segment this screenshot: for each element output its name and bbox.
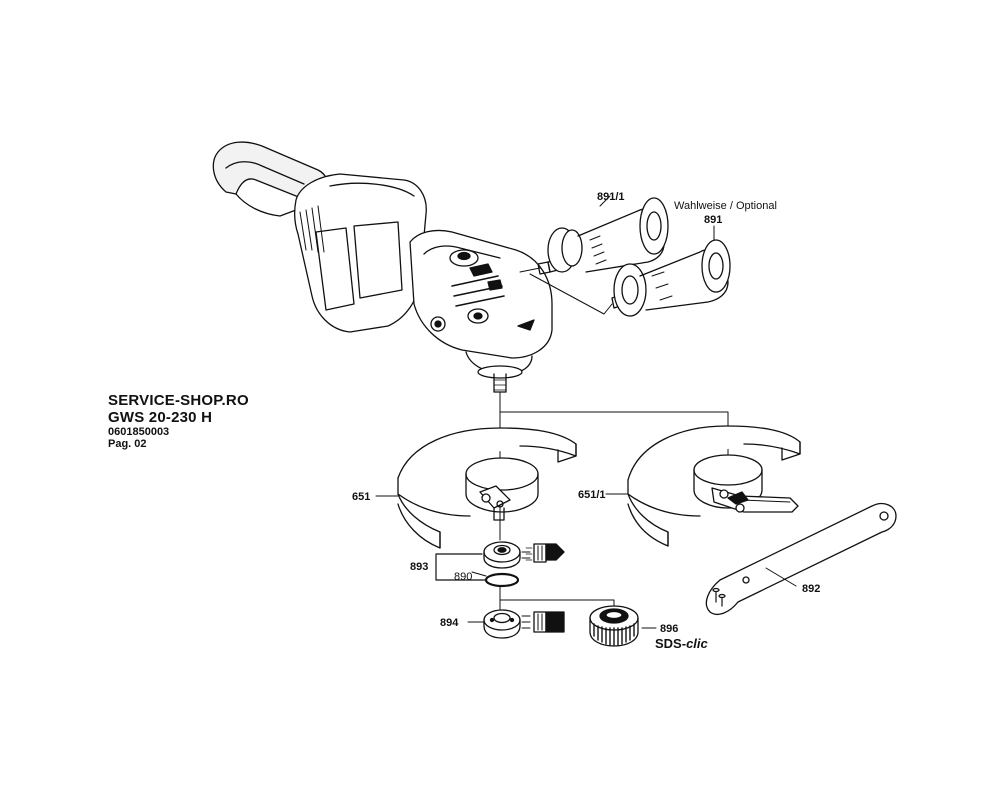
optional-note: Wahlweise / Optional bbox=[674, 200, 777, 212]
wheel-guard-651-1 bbox=[627, 425, 801, 547]
sds-clic-nut-896 bbox=[589, 605, 639, 647]
label-891-1: 891/1 bbox=[597, 191, 625, 203]
clamping-nut-894 bbox=[483, 609, 521, 639]
label-893: 893 bbox=[410, 561, 428, 573]
auxiliary-handle-891 bbox=[611, 239, 731, 317]
model-name: GWS 20-230 H bbox=[108, 409, 213, 426]
label-892: 892 bbox=[802, 583, 820, 595]
nut-orientation-icon bbox=[521, 611, 565, 633]
shop-name: SERVICE-SHOP.RO bbox=[108, 392, 249, 409]
auxiliary-handle-891-1 bbox=[537, 197, 669, 275]
o-ring-890 bbox=[484, 572, 520, 588]
label-651: 651 bbox=[352, 491, 370, 503]
mounting-flange-893 bbox=[483, 541, 521, 569]
page-number: Pag. 02 bbox=[108, 438, 147, 450]
flange-orientation-icon bbox=[521, 543, 565, 563]
label-891: 891 bbox=[704, 214, 722, 226]
document-info: SERVICE-SHOP.RO GWS 20-230 H 0601850003 … bbox=[108, 392, 249, 450]
label-894: 894 bbox=[440, 617, 459, 629]
label-890: 890 bbox=[454, 571, 472, 583]
label-651-1: 651/1 bbox=[578, 489, 606, 501]
angle-grinder-drawing bbox=[212, 141, 553, 393]
sds-clic-logo: SDS-clic bbox=[655, 636, 709, 651]
wheel-guard-651 bbox=[397, 427, 577, 549]
part-number: 0601850003 bbox=[108, 426, 170, 438]
label-896: 896 bbox=[660, 623, 678, 635]
two-pin-spanner-892 bbox=[705, 502, 897, 616]
